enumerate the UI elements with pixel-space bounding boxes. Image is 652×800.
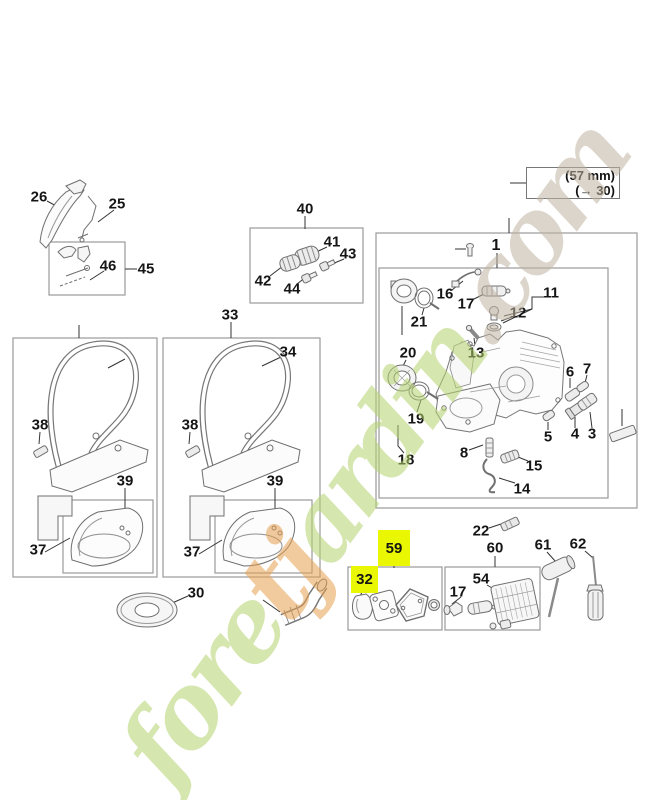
part-label-5: 5 (543, 428, 553, 446)
oil-pump-18-19-20 (387, 364, 439, 401)
part-label-33: 33 (221, 306, 239, 324)
spring-kit-box-40 (249, 227, 364, 304)
part-label-11: 11 (543, 284, 559, 302)
screw-43 (319, 259, 336, 272)
part-label-3: 3 (587, 425, 597, 443)
part-label-43: 43 (339, 245, 357, 263)
stud-3 (577, 392, 598, 411)
screw-top-of-assembly-1 (466, 243, 474, 257)
part-label-60: 60 (486, 539, 504, 557)
throttle-rod-25 (77, 195, 97, 243)
part-label-59-highlighted[interactable]: 59 (378, 530, 410, 566)
part-label-20: 20 (399, 344, 417, 362)
part-label-25: 25 (108, 195, 126, 213)
part-label-32-highlighted[interactable]: 32 (351, 566, 378, 593)
part-label-12: 12 (509, 304, 527, 322)
spring-clip-14 (482, 458, 496, 494)
part-label-26: 26 (30, 188, 48, 206)
screw-15 (500, 449, 520, 464)
part-label-38-right: 38 (181, 416, 199, 434)
part-label-22: 22 (472, 522, 490, 540)
part-label-46: 46 (99, 257, 117, 275)
part-label-30: 30 (187, 584, 205, 602)
part-label-45: 45 (137, 260, 155, 278)
reference-size-text: (57 mm) (565, 168, 615, 183)
part-label-19: 19 (407, 410, 425, 428)
pin-5 (542, 409, 555, 422)
washer-30 (116, 592, 178, 628)
handlebar-right (185, 340, 301, 541)
pin-right-unlabeled (609, 424, 637, 443)
part-label-38-left: 38 (31, 416, 49, 434)
side-cover-left-37-39 (70, 507, 144, 567)
reference-note-box: (57 mm) (→ 30) (526, 167, 620, 199)
part-label-44: 44 (283, 280, 301, 298)
oil-pump-21 (390, 278, 440, 310)
part-label-39-left: 39 (116, 472, 134, 490)
pin-7 (576, 380, 589, 393)
stud-8 (485, 437, 494, 458)
part-label-6: 6 (565, 363, 575, 381)
handlebar-left (33, 340, 149, 541)
part-label-17-main: 17 (457, 295, 475, 313)
screw-13 (465, 324, 480, 340)
part-label-16: 16 (436, 285, 454, 303)
screwdriver-62 (586, 555, 604, 621)
side-cover-right-37-39 (222, 507, 296, 567)
part-label-37-left: 37 (29, 541, 47, 559)
part-label-8: 8 (459, 444, 469, 462)
handlebar-box-left (12, 337, 158, 578)
part-label-42: 42 (254, 272, 272, 290)
wrench-61 (541, 555, 576, 618)
trigger-parts-45-46 (57, 245, 91, 287)
part-drawings (33, 174, 637, 630)
screw-22 (500, 516, 520, 532)
part-label-34: 34 (279, 343, 297, 361)
cover-subbox-left (62, 499, 154, 574)
gasket-set-parts (352, 588, 440, 622)
valve-12 (486, 306, 502, 332)
part-label-62: 62 (569, 535, 587, 553)
assembly-1-outer-box (375, 232, 638, 509)
part-label-21: 21 (410, 313, 428, 331)
group-boxes (12, 227, 638, 631)
handlebar-box-right (162, 337, 321, 578)
screw-44 (301, 271, 318, 284)
carburetor-box (444, 566, 541, 631)
part-label-1: 1 (491, 237, 501, 254)
part-label-18: 18 (397, 451, 415, 469)
elbow-hose (280, 578, 328, 627)
spring-42 (279, 254, 301, 272)
part-label-37-right: 37 (183, 543, 201, 561)
part-label-17-carb: 17 (449, 583, 467, 601)
part-label-41: 41 (323, 233, 341, 251)
part-label-40: 40 (296, 200, 314, 218)
throttle-cover-26 (39, 179, 87, 249)
part-label-4: 4 (570, 425, 580, 443)
carburetor-parts (443, 578, 540, 630)
assembly-1-inner-box (378, 267, 609, 499)
part-label-15: 15 (525, 457, 543, 475)
lever-16 (451, 268, 482, 288)
cover-subbox-right (214, 499, 313, 574)
gasket-set-box (347, 566, 443, 631)
leader-lines (38, 182, 623, 613)
reference-see-item-text: (→ 30) (575, 183, 615, 198)
part-label-13: 13 (467, 344, 485, 362)
part-label-7: 7 (582, 360, 592, 378)
plunger-17 (481, 285, 511, 297)
part-label-54: 54 (472, 570, 490, 588)
crankcase-drawing (435, 329, 565, 433)
part-label-39-right: 39 (266, 472, 284, 490)
part-label-14: 14 (513, 480, 531, 498)
part-label-61: 61 (534, 536, 552, 554)
